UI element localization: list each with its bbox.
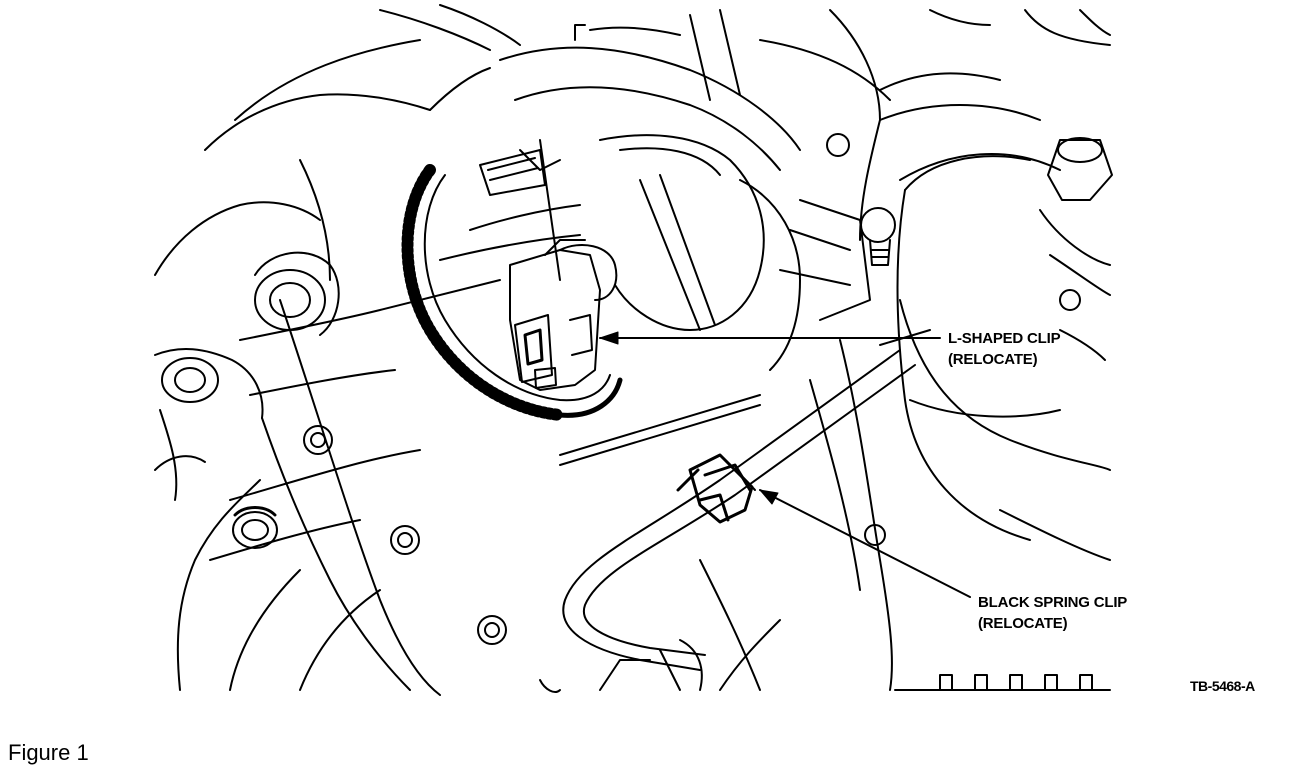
bolts [303, 133, 1113, 645]
leader-lines [599, 331, 971, 598]
callout-l-shaped-clip: L-SHAPED CLIP (RELOCATE) [948, 328, 1061, 370]
figure-code: TB-5468-A [1190, 678, 1255, 694]
black-spring-clip [676, 453, 756, 524]
callout-black-spring-clip: BLACK SPRING CLIP (RELOCATE) [978, 592, 1127, 634]
mounting-bosses [161, 251, 340, 549]
wiring-harness-loom [401, 164, 623, 421]
electrical-connector [509, 239, 618, 391]
callout-black-spring-clip-action: (RELOCATE) [978, 615, 1068, 632]
callout-l-shaped-clip-action: (RELOCATE) [948, 351, 1038, 368]
right-side-contours [809, 155, 1111, 691]
central-housing [439, 134, 871, 371]
transmission-casing [154, 4, 761, 696]
callout-black-spring-clip-title: BLACK SPRING CLIP [978, 594, 1128, 611]
callout-l-shaped-clip-title: L-SHAPED CLIP [948, 330, 1061, 347]
figure-caption: Figure 1 [8, 740, 89, 765]
tubes-and-hoses [499, 9, 1111, 241]
hard-line-tube [539, 329, 931, 693]
